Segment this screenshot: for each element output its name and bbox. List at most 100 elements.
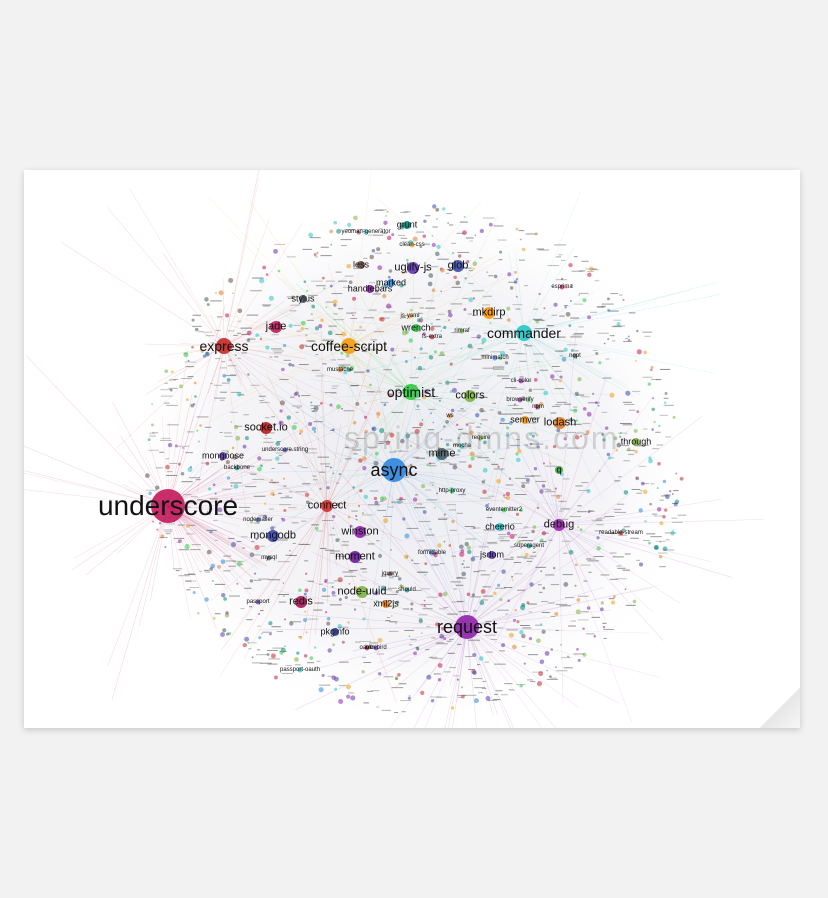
node-label-oauth: oauth [359, 645, 375, 651]
node-label-coffee-script: coffee-script [311, 338, 387, 354]
node-commander [516, 325, 532, 341]
node-pkginfo [331, 628, 339, 636]
minor-nodes [145, 204, 687, 714]
node-label-grunt: grunt [396, 219, 418, 230]
node-bluebird [373, 645, 379, 651]
node-label-stylus: stylus [291, 293, 315, 304]
node-oauth [364, 645, 370, 651]
node-label-fs-extra: fs-extra [421, 334, 443, 340]
node-label-passport-oauth: passport-oauth [279, 667, 321, 673]
node-cheerio [496, 523, 504, 531]
node-passport [255, 599, 261, 605]
node-mongoose [219, 452, 227, 460]
node-request [455, 615, 479, 639]
node-label-debug: debug [543, 518, 575, 531]
node-readable-stream [618, 530, 624, 536]
watermark: spring-dmns.com [344, 420, 620, 456]
node-cli-color [518, 378, 524, 384]
node-socket-io [260, 422, 272, 434]
node-mkdirp [483, 307, 495, 319]
node-label-marked: marked [375, 277, 407, 288]
node-formidable [429, 550, 435, 556]
node-label-commander: commander [487, 325, 561, 341]
node-label-passport: passport [246, 599, 270, 605]
node-label-glob: glob [447, 259, 469, 272]
node-label-q: q [556, 464, 562, 475]
node-label-moment: moment [335, 550, 375, 563]
node-label-semver: semver [510, 414, 540, 425]
node-label-node-uuid: node-uuid [337, 585, 387, 598]
poster: underscore request async express coffee-scri… [24, 170, 800, 728]
node-mongodb [267, 530, 279, 542]
node-label-yeoman-generator: yeoman-generator [341, 229, 391, 235]
node-label-mysql: mysql [261, 555, 277, 561]
node-label-should: should [398, 587, 416, 593]
node-jade [270, 321, 282, 333]
node-should [404, 587, 410, 593]
node-mustache [337, 367, 343, 373]
node-label-xml2js: xml2js [373, 598, 399, 609]
node-semver [521, 416, 529, 424]
node-http-proxy [449, 488, 455, 494]
node-require [478, 435, 484, 441]
node-clean-css [409, 242, 415, 248]
node-label-express: express [199, 338, 249, 354]
node-label-readable-stream: readable-stream [599, 530, 643, 536]
node-rimraf [459, 328, 465, 334]
node-label-underscore-string: underscore.string [261, 447, 309, 453]
node-optimist [403, 384, 419, 400]
node-label-mongoose: mongoose [201, 450, 245, 461]
node-label-jsdom: jsdom [479, 549, 505, 560]
node-express [216, 338, 232, 354]
node-label-rimraf: rimraf [454, 328, 470, 334]
node-coffee-script [341, 338, 357, 354]
node-label-backbone: backbone [223, 465, 251, 471]
node-label-mocha: mocha [452, 443, 472, 449]
node-underscore-string [282, 447, 288, 453]
node-label-clean-css: clean-css [399, 242, 425, 248]
node-label-nopt: nopt [569, 353, 581, 359]
node-label-wrench: wrench [401, 322, 431, 333]
node-browserify [517, 397, 523, 403]
node-less [357, 261, 365, 269]
edges [24, 170, 764, 728]
node-label-async: async [370, 460, 418, 480]
node-label-npm: npm [532, 404, 544, 410]
node-label-jade: jade [265, 320, 287, 333]
node-async [382, 458, 406, 482]
node-mime [436, 448, 448, 460]
node-label-uglify-js: uglify-js [394, 261, 432, 274]
node-label-require: require [471, 435, 491, 441]
node-through [632, 438, 640, 446]
node-jquery [387, 571, 393, 577]
node-label-ws: ws [446, 413, 454, 419]
node-label-jquery: jquery [381, 571, 399, 577]
node-winston [354, 526, 366, 538]
node-label-connect: connect [307, 499, 347, 512]
node-label-mongodb: mongodb [250, 529, 296, 542]
node-xml2js [382, 600, 390, 608]
node-label-winston: winston [341, 525, 379, 538]
node-colors [464, 390, 476, 402]
node-mysql [266, 555, 272, 561]
node-connect [321, 500, 333, 512]
node-mocha [459, 443, 465, 449]
node-stylus [299, 295, 307, 303]
node-label-through: through [620, 436, 652, 447]
node-label-lodash: lodash [543, 416, 577, 429]
node-redis [295, 596, 307, 608]
node-q [555, 466, 563, 474]
node-label-mkdirp: mkdirp [472, 306, 506, 319]
node-superagent [526, 543, 532, 549]
node-label-mime: mime [428, 447, 456, 460]
node-label-underscore: underscore [97, 490, 239, 521]
node-label-handlebars: handlebars [347, 283, 393, 294]
node-eventemitter2 [501, 507, 507, 513]
node-label-superagent: superagent [513, 543, 545, 549]
node-label-colors: colors [455, 389, 485, 402]
node-label-request: request [436, 617, 498, 637]
node-label-less: less [352, 259, 370, 270]
node-label-http-proxy: http-proxy [438, 488, 466, 494]
node-label-mustache: mustache [326, 367, 354, 373]
node-wrench [412, 324, 420, 332]
